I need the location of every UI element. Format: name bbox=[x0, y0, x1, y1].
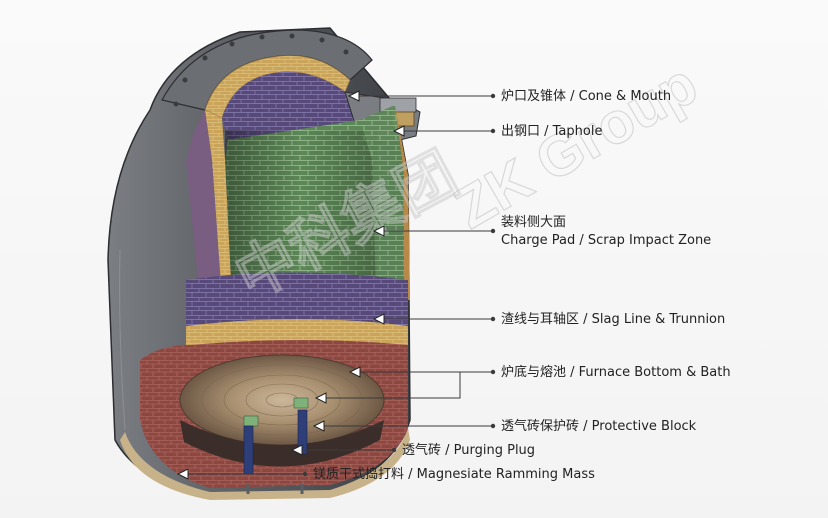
label-protective-block: 透气砖保护砖 / Protective Block bbox=[501, 419, 697, 434]
cone-lining bbox=[222, 71, 360, 140]
watermark-latin: ZK Group bbox=[444, 51, 708, 241]
right-wall-section bbox=[360, 105, 404, 300]
leader-lines bbox=[182, 95, 493, 475]
label-ramming-mass: 镁质干式捣打料 / Magnesiate Ramming Mass bbox=[313, 467, 595, 482]
label-charge-pad-en: Charge Pad / Scrap Impact Zone bbox=[501, 233, 712, 248]
furnace-bottom bbox=[179, 354, 385, 446]
slag-line-band bbox=[186, 272, 408, 332]
label-slag-line: 渣线与耳轴区 / Slag Line & Trunnion bbox=[501, 312, 726, 327]
bottom-pipes bbox=[246, 484, 304, 494]
label-charge-pad-cn: 装料侧大面 bbox=[501, 215, 567, 230]
left-wall-section bbox=[205, 110, 232, 300]
label-cone-mouth: 炉口及锥体 / Cone & Mouth bbox=[501, 89, 672, 104]
label-taphole: 出钢口 / Taphole bbox=[501, 124, 603, 139]
bottom-section bbox=[180, 420, 384, 467]
label-purging-plug: 透气砖 / Purging Plug bbox=[402, 443, 536, 458]
pointer-markers bbox=[176, 90, 405, 480]
label-bottom-bath: 炉底与熔池 / Furnace Bottom & Bath bbox=[501, 365, 731, 380]
